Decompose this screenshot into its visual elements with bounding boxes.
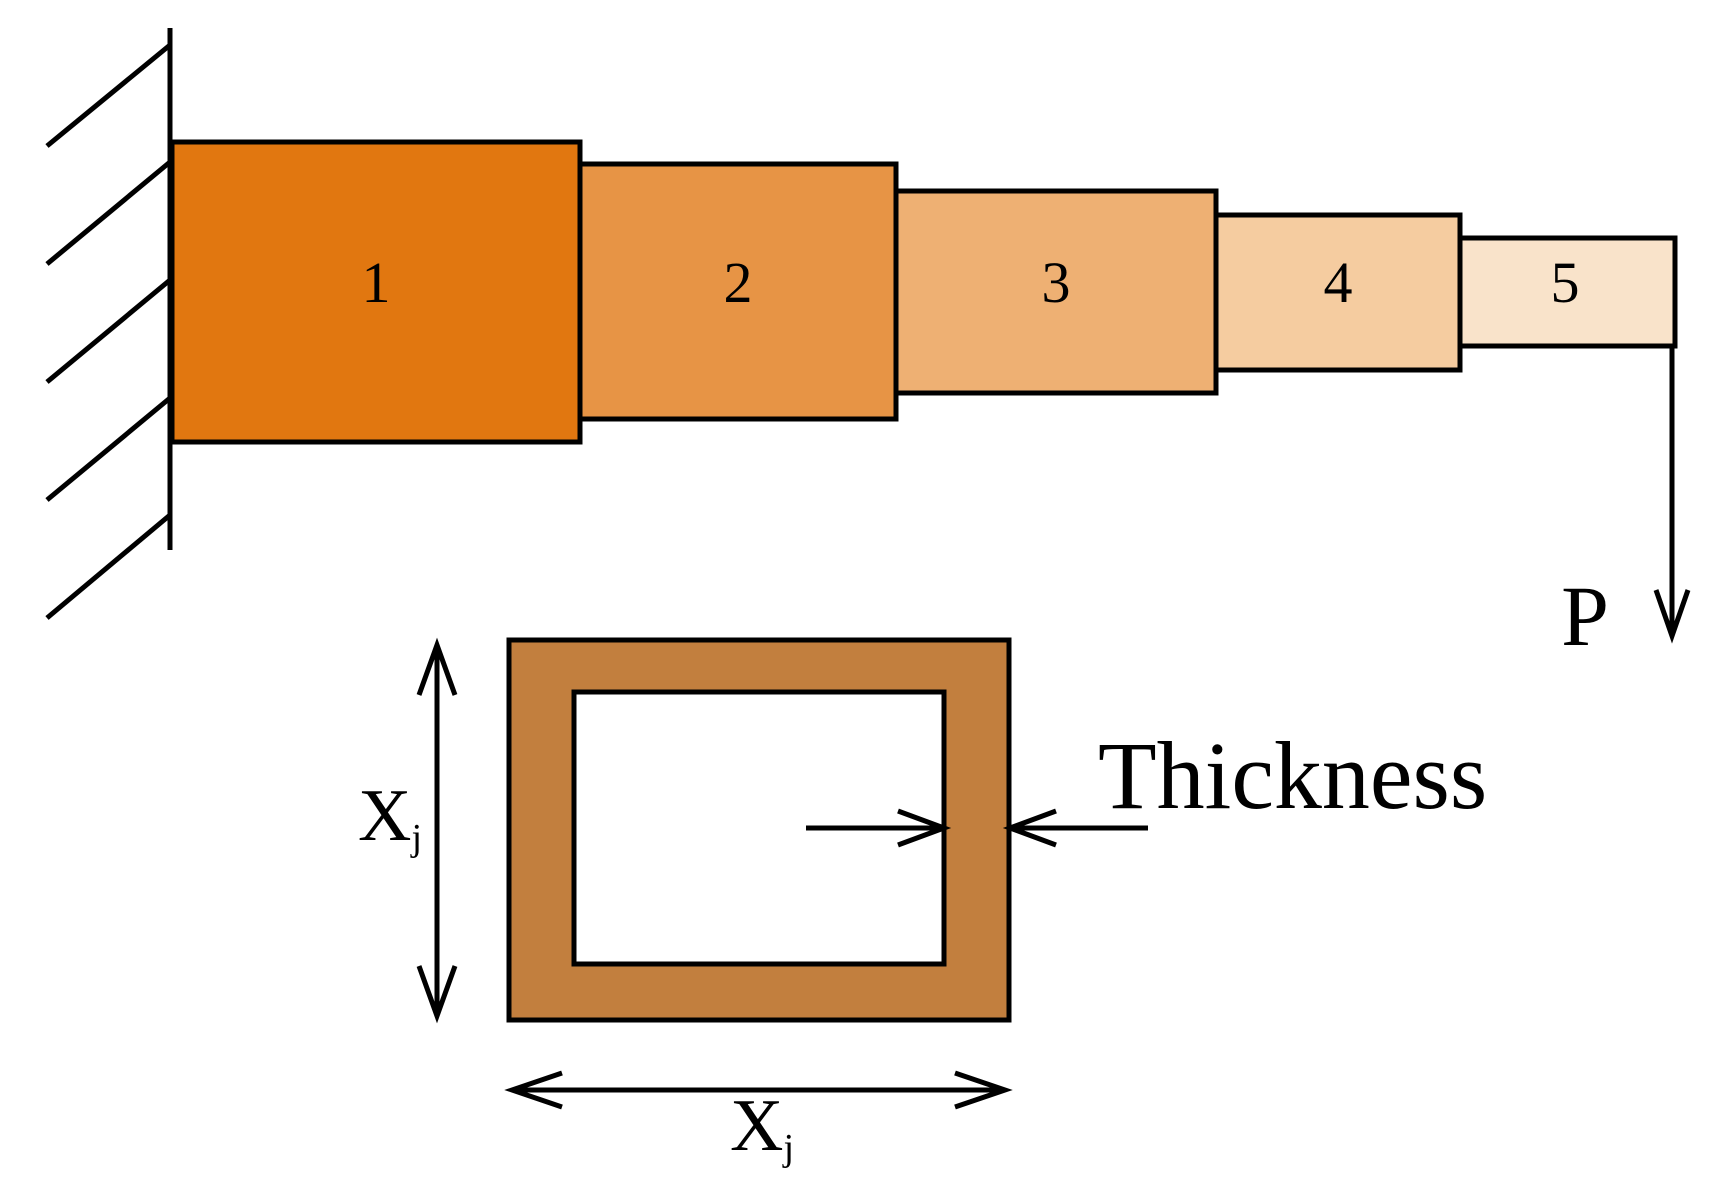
beam-labels: 1 2 3 4 5: [362, 250, 1580, 315]
height-arrow-bottom: [416, 965, 458, 1024]
thickness-indicator: [806, 808, 1148, 848]
load-label: P: [1561, 568, 1609, 664]
load-arrowhead: [1653, 589, 1691, 644]
wall-hatch: [45, 160, 172, 266]
width-dimension: [504, 1070, 1013, 1110]
beam-segment-3-label: 3: [1042, 250, 1071, 315]
beam-segment-4-label: 4: [1324, 250, 1353, 315]
thickness-arrow-inner-head: [897, 808, 952, 848]
width-label-sub: j: [781, 1127, 794, 1169]
width-arrow-left: [504, 1070, 563, 1110]
wall-hatch: [45, 513, 172, 620]
thickness-arrow-outer-head: [1002, 808, 1057, 848]
width-label: Xj: [730, 1085, 794, 1169]
width-arrow-right: [954, 1070, 1013, 1110]
beam-segment-3: [893, 188, 1219, 396]
thickness-label: Thickness: [1098, 722, 1487, 829]
beam-segment-2-label: 2: [724, 250, 753, 315]
height-label: Xj: [358, 775, 422, 859]
wall-hatch: [45, 396, 172, 502]
beam-segment-1-label: 1: [362, 250, 391, 315]
wall-hatch: [45, 43, 172, 148]
point-load: [1653, 346, 1691, 644]
beam-segment-2: [577, 161, 899, 422]
height-dimension: [416, 637, 458, 1024]
wall-hatch: [45, 278, 172, 384]
height-label-sub: j: [409, 817, 422, 859]
beam-segment-5: [1457, 235, 1678, 349]
height-arrow-top: [416, 637, 458, 696]
beam: [169, 139, 1678, 445]
fixed-support: [45, 28, 173, 620]
height-label-main: X: [358, 775, 411, 857]
width-label-main: X: [730, 1085, 783, 1167]
beam-segment-5-label: 5: [1551, 250, 1580, 315]
